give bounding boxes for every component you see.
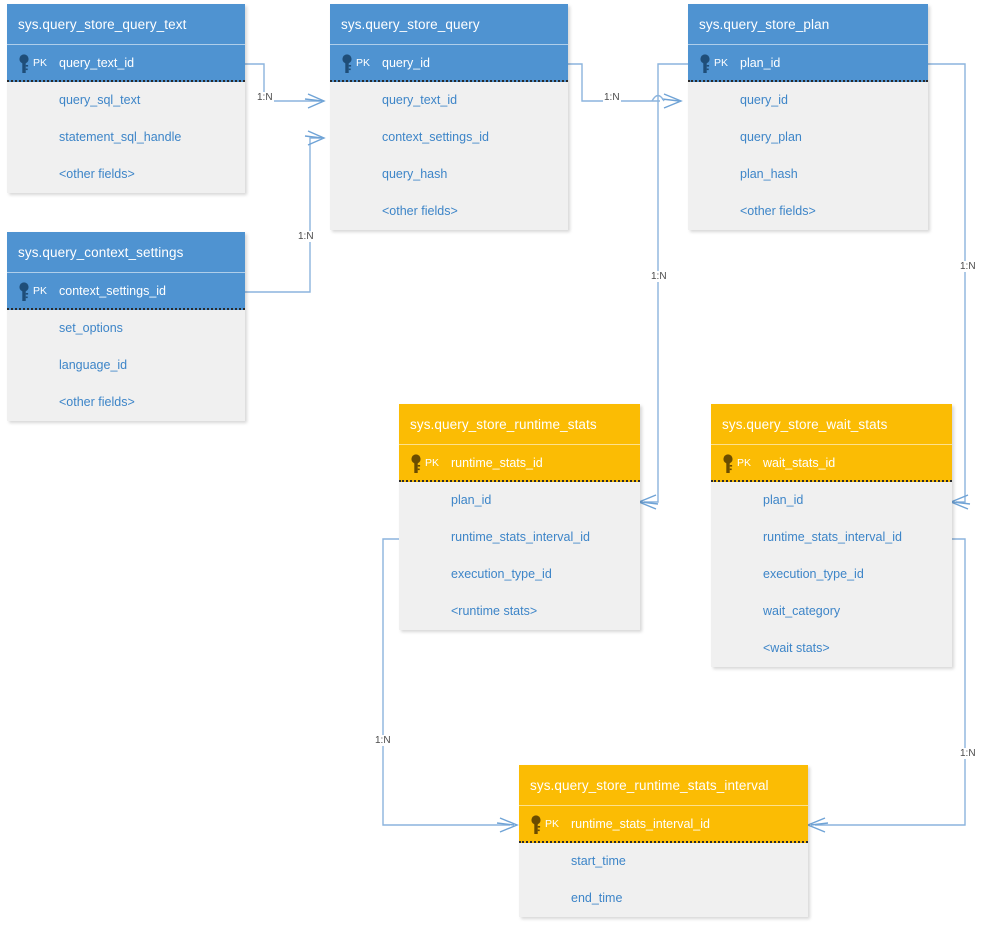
field-row: <runtime stats> xyxy=(451,604,538,618)
entity-title: sys.query_context_settings xyxy=(7,232,245,273)
key-icon xyxy=(700,54,710,73)
entity-title: sys.query_store_runtime_stats_interval xyxy=(519,765,808,806)
field-row: plan_id xyxy=(763,493,804,507)
cardinality-label: 1:N xyxy=(297,231,315,242)
pk-field-name: query_text_id xyxy=(59,56,135,70)
cardinality-label: 1:N xyxy=(256,92,274,103)
pk-badge: PK xyxy=(545,818,560,830)
cardinality-label: 1:N xyxy=(374,735,392,746)
cardinality-label: 1:N xyxy=(959,261,977,272)
pk-badge: PK xyxy=(33,285,48,297)
cardinality-label: 1:N xyxy=(959,748,977,759)
key-icon xyxy=(19,54,29,73)
field-row: execution_type_id xyxy=(451,567,552,581)
entity-primary-key-row: PK wait_stats_id xyxy=(711,445,952,482)
field-row: <other fields> xyxy=(59,167,135,181)
key-icon xyxy=(411,454,421,473)
entity-title: sys.query_store_wait_stats xyxy=(711,404,952,445)
entity-fields: plan_id runtime_stats_interval_id execut… xyxy=(399,482,640,630)
pk-badge: PK xyxy=(714,57,729,69)
field-row: statement_sql_handle xyxy=(59,130,182,144)
entity-query-store-wait-stats[interactable]: sys.query_store_wait_stats PK wait_stats… xyxy=(711,404,952,667)
field-row: context_settings_id xyxy=(382,130,490,144)
field-row: language_id xyxy=(59,358,128,372)
entity-query-store-query[interactable]: sys.query_store_query PK query_id query_… xyxy=(330,4,568,230)
entity-query-store-runtime-stats-interval[interactable]: sys.query_store_runtime_stats_interval P… xyxy=(519,765,808,917)
field-row: <other fields> xyxy=(59,395,135,409)
key-icon xyxy=(531,815,541,834)
field-row: runtime_stats_interval_id xyxy=(451,530,590,544)
entity-title: sys.query_store_plan xyxy=(688,4,928,45)
entity-query-store-plan[interactable]: sys.query_store_plan PK plan_id query_id… xyxy=(688,4,928,230)
pk-field-name: runtime_stats_interval_id xyxy=(571,817,710,831)
pk-field-name: plan_id xyxy=(740,56,781,70)
pk-badge: PK xyxy=(33,57,48,69)
field-row: query_id xyxy=(740,93,788,107)
field-row: query_text_id xyxy=(382,93,458,107)
field-row: wait_category xyxy=(763,604,841,618)
relationship-query-to-plan xyxy=(568,63,683,109)
entity-fields: plan_id runtime_stats_interval_id execut… xyxy=(711,482,952,667)
relationship-plan-to-runtime-stats xyxy=(637,63,688,510)
entity-primary-key-row: PK query_text_id xyxy=(7,45,245,82)
pk-field-name: query_id xyxy=(382,56,430,70)
entity-query-store-runtime-stats[interactable]: sys.query_store_runtime_stats PK runtime… xyxy=(399,404,640,630)
pk-badge: PK xyxy=(425,457,440,469)
cardinality-label: 1:N xyxy=(650,271,668,282)
pk-field-name: context_settings_id xyxy=(59,284,167,298)
relationship-context-settings-to-query xyxy=(245,130,326,293)
entity-fields: query_text_id context_settings_id query_… xyxy=(330,82,568,230)
entity-primary-key-row: PK runtime_stats_interval_id xyxy=(519,806,808,843)
field-row: start_time xyxy=(571,854,626,868)
field-row: runtime_stats_interval_id xyxy=(763,530,902,544)
key-icon xyxy=(19,282,29,301)
field-row: set_options xyxy=(59,321,123,335)
field-row: <other fields> xyxy=(382,204,458,218)
entity-primary-key-row: PK plan_id xyxy=(688,45,928,82)
entity-title: sys.query_store_query_text xyxy=(7,4,245,45)
field-row: query_hash xyxy=(382,167,448,181)
entity-title: sys.query_store_runtime_stats xyxy=(399,404,640,445)
field-row: <other fields> xyxy=(740,204,816,218)
entity-fields: set_options language_id <other fields> xyxy=(7,310,245,421)
key-icon xyxy=(342,54,352,73)
field-row: plan_id xyxy=(451,493,492,507)
entity-fields: start_time end_time xyxy=(519,843,808,917)
field-row: query_sql_text xyxy=(59,93,141,107)
entity-primary-key-row: PK runtime_stats_id xyxy=(399,445,640,482)
key-icon xyxy=(723,454,733,473)
entity-query-context-settings[interactable]: sys.query_context_settings PK context_se… xyxy=(7,232,245,421)
entity-title: sys.query_store_query xyxy=(330,4,568,45)
field-row: execution_type_id xyxy=(763,567,864,581)
pk-field-name: runtime_stats_id xyxy=(451,456,543,470)
entity-primary-key-row: PK context_settings_id xyxy=(7,273,245,310)
entity-query-store-query-text[interactable]: sys.query_store_query_text PK query_text… xyxy=(7,4,245,193)
entity-fields: query_id query_plan plan_hash <other fie… xyxy=(688,82,928,230)
field-row: query_plan xyxy=(740,130,802,144)
entity-fields: query_sql_text statement_sql_handle <oth… xyxy=(7,82,245,193)
pk-badge: PK xyxy=(356,57,371,69)
field-row: end_time xyxy=(571,891,623,905)
pk-badge: PK xyxy=(737,457,752,469)
entity-primary-key-row: PK query_id xyxy=(330,45,568,82)
cardinality-label: 1:N xyxy=(603,92,621,103)
field-row: <wait stats> xyxy=(763,641,830,655)
field-row: plan_hash xyxy=(740,167,798,181)
pk-field-name: wait_stats_id xyxy=(763,456,836,470)
